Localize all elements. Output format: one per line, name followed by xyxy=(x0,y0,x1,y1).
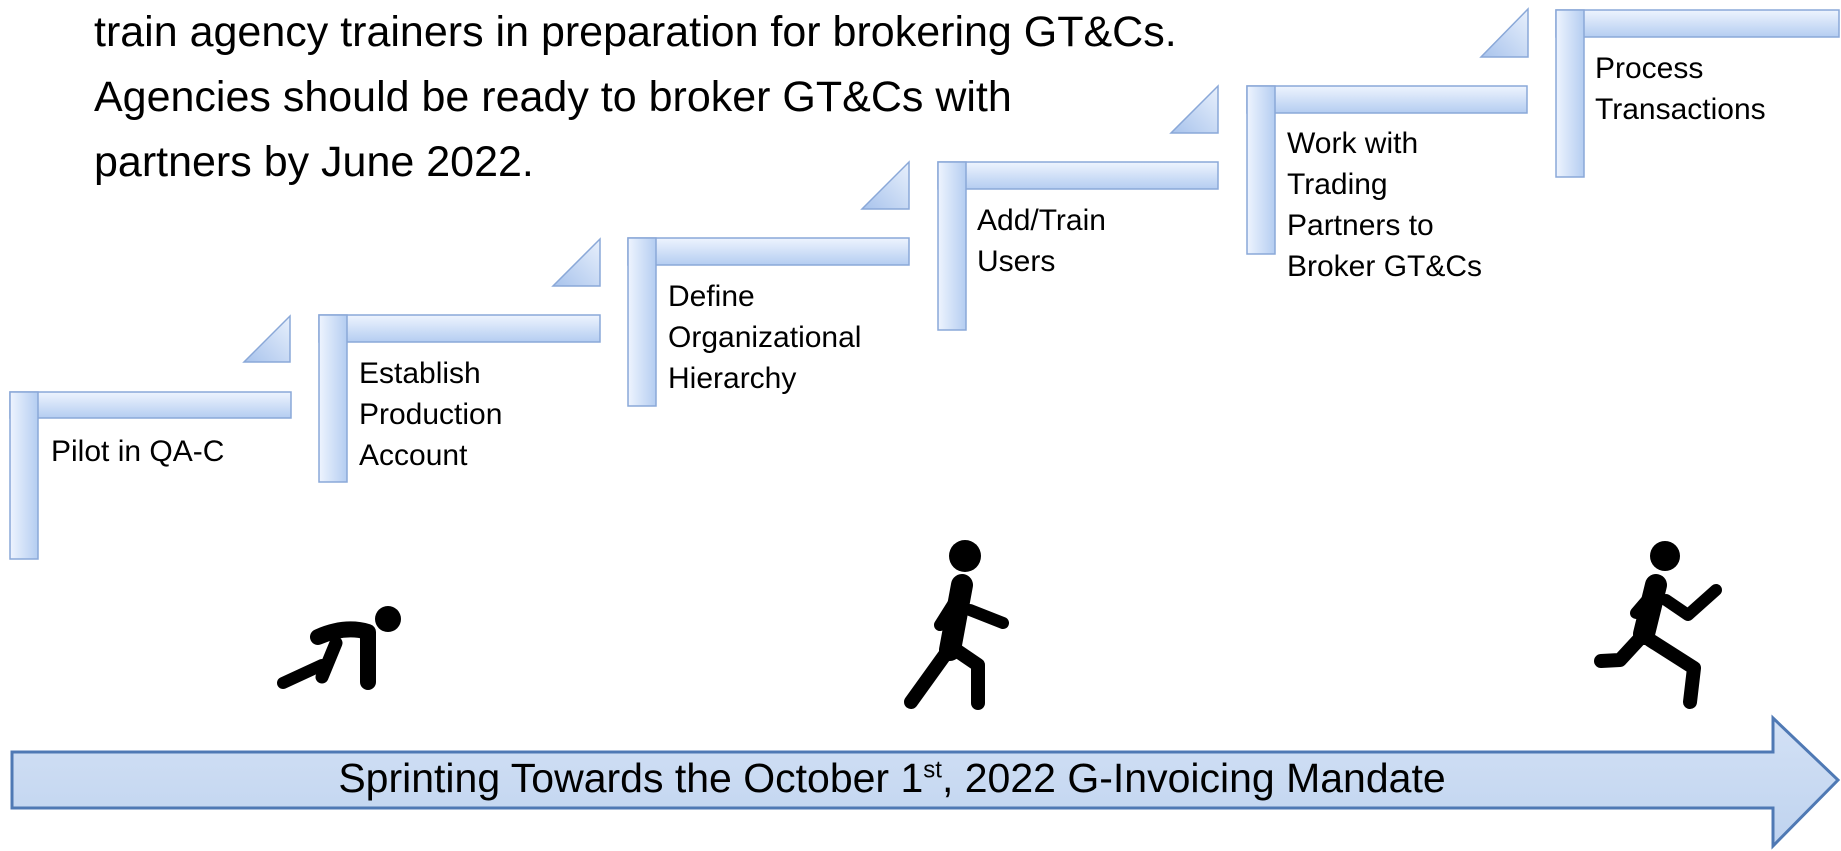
banner-text-tail: , 2022 G-Invoicing Mandate xyxy=(941,755,1446,801)
step-2-bar xyxy=(318,314,601,343)
intro-line: partners by June 2022. xyxy=(94,138,534,186)
step-2-shape xyxy=(318,237,601,483)
step-label-line: Establish xyxy=(359,357,481,390)
step-5-bar xyxy=(1246,85,1528,114)
step-label-line: Account xyxy=(359,439,468,472)
step-1-triangle xyxy=(242,314,291,363)
step-4-bar xyxy=(937,161,1219,190)
step-1-label: Pilot in QA-C xyxy=(51,431,224,472)
step-3-label: Define Organizational Hierarchy xyxy=(668,276,861,399)
step-5-label: Work with Trading Partners to Broker GT&… xyxy=(1287,123,1482,287)
step-5-post xyxy=(1246,85,1276,255)
step-3-post xyxy=(627,237,657,407)
step-6-label: Process Transactions xyxy=(1595,48,1766,130)
banner-text-superscript: st xyxy=(923,756,942,784)
step-5-triangle xyxy=(1479,7,1529,58)
mandate-arrow xyxy=(10,714,1841,850)
step-label-line: Users xyxy=(977,245,1056,278)
step-label-line: Transactions xyxy=(1595,93,1766,126)
step-1-shape xyxy=(9,314,292,560)
intro-line: train agency trainers in preparation for… xyxy=(94,8,1177,56)
step-label-line: Partners to xyxy=(1287,209,1434,242)
step-label-line: Trading xyxy=(1287,168,1388,201)
step-2-post xyxy=(318,314,348,483)
step-label-line: Add/Train xyxy=(977,204,1106,237)
step-6-post xyxy=(1555,9,1585,178)
step-4-post xyxy=(937,161,967,331)
step-4-shape xyxy=(937,84,1219,331)
step-3-triangle xyxy=(860,160,910,210)
step-label-line: Hierarchy xyxy=(668,362,797,395)
intro-paragraph: train agency trainers in preparation for… xyxy=(94,0,1177,195)
step-label-line: Organizational xyxy=(668,321,862,354)
step-6-shape xyxy=(1555,9,1840,178)
step-label-line: Broker GT&Cs xyxy=(1287,250,1483,283)
step-6-bar xyxy=(1555,9,1840,38)
step-4-triangle xyxy=(1169,84,1219,134)
crouching-start-runner-icon xyxy=(277,606,401,690)
step-3-shape xyxy=(627,160,910,407)
step-label-line: Production xyxy=(359,398,503,431)
step-label-line: Work with xyxy=(1287,127,1419,160)
step-2-label: Establish Production Account xyxy=(359,353,502,476)
step-2-triangle xyxy=(551,237,601,287)
running-person-icon xyxy=(1594,541,1722,709)
step-1-bar xyxy=(9,391,292,419)
step-label-line: Pilot in QA-C xyxy=(51,435,225,468)
intro-line: Agencies should be ready to broker GT&Cs… xyxy=(94,73,1012,121)
step-3-bar xyxy=(627,237,910,266)
banner-text-main: Sprinting Towards the October 1 xyxy=(338,755,924,801)
step-label-line: Process xyxy=(1595,52,1704,85)
step-label-line: Define xyxy=(668,280,755,313)
step-1-post xyxy=(9,391,39,560)
step-5-shape xyxy=(1246,7,1529,255)
walking-person-icon xyxy=(904,540,1009,710)
mandate-banner-text: Sprinting Towards the October 1st, 2022 … xyxy=(12,752,1772,804)
step-4-label: Add/Train Users xyxy=(977,200,1106,282)
